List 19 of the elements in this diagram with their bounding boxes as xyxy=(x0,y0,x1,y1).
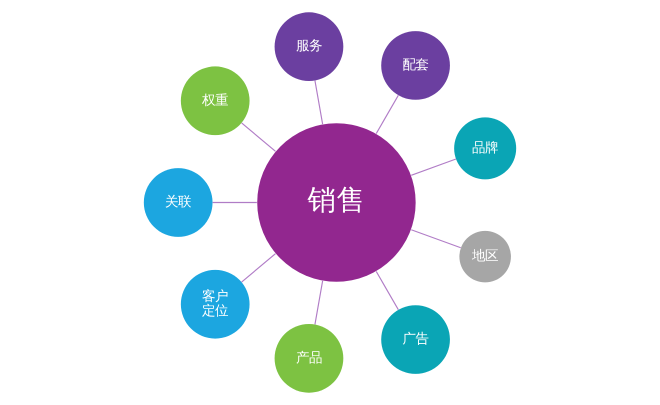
connector xyxy=(376,95,399,134)
connector xyxy=(314,80,324,124)
connector xyxy=(376,271,399,310)
connector xyxy=(411,158,456,176)
node-circle: 关联 xyxy=(144,168,213,237)
connector xyxy=(212,202,257,204)
node-circle: 服务 xyxy=(274,12,344,81)
node-circle: 权重 xyxy=(180,66,250,136)
connector xyxy=(314,280,324,324)
node-circle: 产品 xyxy=(274,324,344,393)
node-circle: 地区 xyxy=(459,230,511,282)
connector xyxy=(241,122,276,152)
node-circle: 广告 xyxy=(381,305,450,374)
connector xyxy=(411,229,461,248)
connector xyxy=(241,253,276,282)
node-circle: 品牌 xyxy=(454,117,516,180)
node-circle: 销售 xyxy=(257,123,416,282)
node-circle: 配套 xyxy=(381,31,450,100)
node-circle: 客户定位 xyxy=(180,270,250,339)
